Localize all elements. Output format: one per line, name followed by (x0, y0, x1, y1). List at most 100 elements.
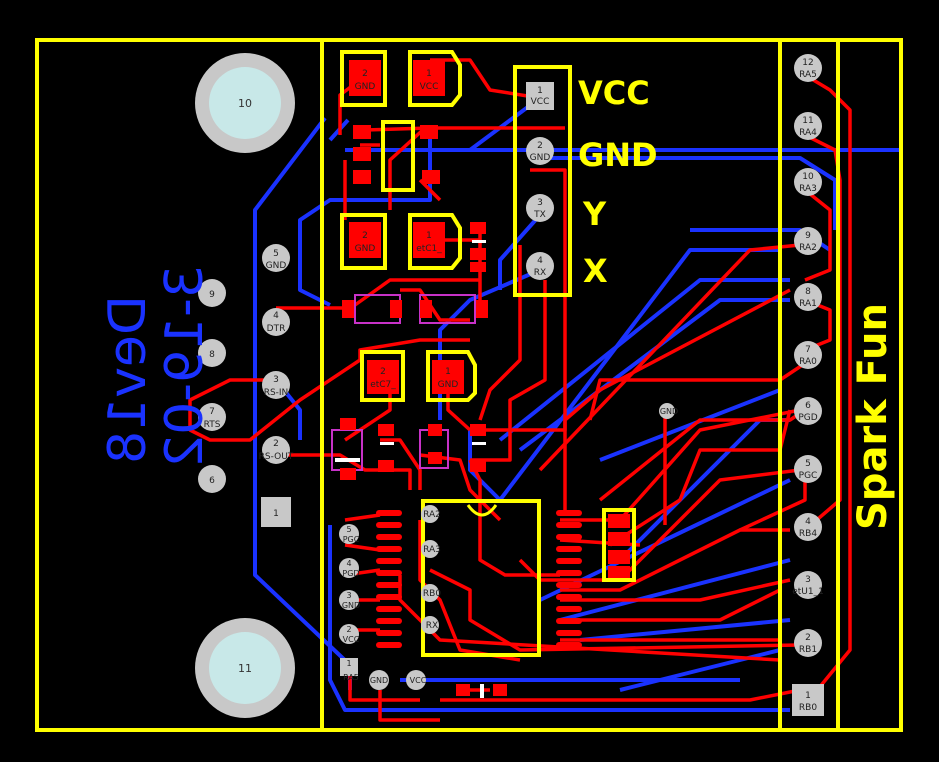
pad-number: 1 (445, 367, 451, 377)
db9-pin: 6 (198, 465, 226, 493)
smd-pad: 1 etC1_ (413, 222, 445, 258)
pin-number: 8 (805, 287, 811, 297)
pin-name: PGD (798, 413, 817, 423)
pin-name: RA1 (799, 299, 817, 309)
header-pin: 3TX (526, 194, 554, 222)
pin-name: DTR (267, 324, 286, 334)
pin-number: 4 (273, 311, 279, 321)
pin-name: VCC (343, 635, 360, 644)
pin-number: 2 (805, 633, 811, 643)
pin-number: 3 (273, 375, 279, 385)
mount-hole-label: 11 (238, 662, 252, 675)
pin-name: RTS (204, 420, 221, 430)
pin-name: RB1 (799, 645, 817, 655)
pin-number: 6 (209, 476, 215, 486)
pin-name: PGC (799, 471, 818, 481)
db9-pin: 2RS-OUT (259, 436, 294, 464)
pin-number: 6 (805, 401, 811, 411)
pin-number: 1 (346, 659, 351, 668)
db9-pin: 8 (198, 339, 226, 367)
pad-name: GND (438, 380, 459, 390)
pin-number: 2 (346, 625, 351, 634)
pad-name: GND (355, 82, 376, 92)
pin-name: RA4 (799, 128, 817, 138)
pin-number: 4 (537, 256, 543, 266)
pin-number: 12 (802, 58, 813, 68)
via-label: GND (370, 676, 388, 685)
pin-number: 7 (209, 407, 215, 417)
pad-name: GND (355, 244, 376, 254)
pin-number: 3 (537, 198, 543, 208)
pin-number: 3 (805, 575, 811, 585)
board-name-label: Dev18 (98, 295, 158, 464)
pin-number: 3 (346, 591, 351, 600)
component-marks (335, 240, 486, 698)
board-date-label: 3-19-02 (155, 265, 215, 468)
pin-number: 1 (805, 691, 811, 701)
pin-number: 2 (537, 141, 543, 151)
pin-number: 5 (273, 249, 279, 259)
pin-number: 5 (346, 525, 351, 534)
pin-name: RA3 (799, 184, 817, 194)
pin-name: RB0 (799, 703, 817, 713)
pin-number: 1 (273, 509, 279, 519)
pin-name: RX (534, 268, 546, 278)
x-label: X (583, 252, 608, 290)
pad-name: etC7_ (370, 380, 396, 390)
db9-pin: 9 (198, 279, 226, 307)
pin-name: RS-OUT (259, 452, 294, 462)
pin-name: TX (533, 210, 546, 220)
mount-hole-label: 10 (238, 97, 252, 110)
ic-net-label: RB0 (423, 589, 441, 599)
pin-name: RA5 (343, 673, 359, 682)
pin-number: 9 (805, 231, 811, 241)
mount-hole-bottom: 11 (195, 618, 295, 718)
pin-number: 7 (805, 345, 811, 355)
ic-notch-icon (466, 504, 498, 517)
pin-name: RA0 (799, 357, 817, 367)
via-label: VCC (410, 676, 427, 685)
pad-number: 1 (426, 231, 432, 241)
pin-number: 4 (805, 517, 811, 527)
ic-pins (376, 510, 582, 648)
pin-number: 11 (802, 116, 813, 126)
pin-number: 1 (537, 86, 543, 96)
pad-number: 2 (362, 69, 368, 79)
db9-pin: 1 (261, 497, 291, 527)
pad-number: 2 (362, 231, 368, 241)
header-silk-labels: VCC GND Y X (578, 74, 658, 290)
pad-name: etC1_ (416, 244, 442, 254)
pin-name: GND (266, 261, 287, 271)
ic-net-label: RA2 (423, 510, 441, 520)
pad-number: 1 (426, 69, 432, 79)
ic-net-label: RX (426, 621, 438, 631)
mount-holes: 10 11 (195, 53, 295, 718)
mirrored-board-text: Dev18 3-19-02 (98, 265, 215, 468)
